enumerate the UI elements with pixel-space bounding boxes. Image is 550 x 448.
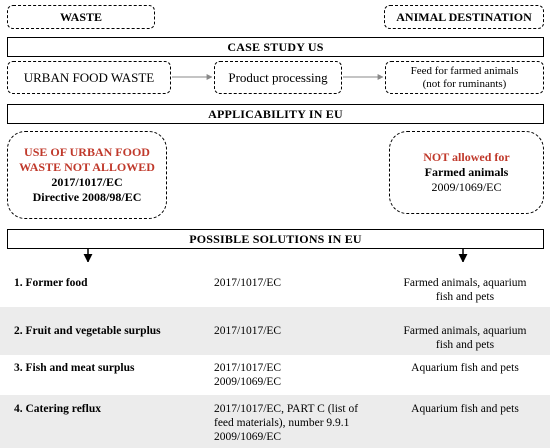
eu-right-box: NOT allowed for Farmed animals 2009/1069…	[389, 131, 544, 214]
applicability-bar: APPLICABILITY IN EU	[7, 104, 544, 124]
row-3-refs: 2017/1017/EC 2009/1069/EC	[214, 361, 281, 389]
eu-left-ref-1: 2017/1017/EC	[51, 175, 123, 189]
applicability-label: APPLICABILITY IN EU	[208, 106, 343, 121]
row-2-dest-line-1: Farmed animals, aquarium	[403, 325, 527, 337]
feed-box: Feed for farmed animals (not for ruminan…	[385, 61, 544, 94]
animal-destination-label: ANIMAL DESTINATION	[396, 9, 532, 24]
feed-line-2: (not for ruminants)	[422, 77, 507, 90]
row-1-dest-line-2: fish and pets	[435, 291, 495, 303]
row-4-refs: 2017/1017/EC, PART C (list of feed mater…	[214, 402, 358, 444]
case-study-bar: CASE STUDY US	[7, 37, 544, 57]
eu-right-red: NOT allowed for	[423, 150, 510, 164]
eu-left-red-line-2: WASTE NOT ALLOWED	[19, 160, 155, 174]
row-4-ref-3: 2009/1069/EC	[214, 431, 282, 443]
row-2-dest: Farmed animals, aquarium fish and pets	[385, 324, 545, 352]
row-2-dest-line-2: fish and pets	[435, 339, 495, 351]
eu-right-line-2: Farmed animals	[424, 165, 509, 179]
urban-food-waste-label: URBAN FOOD WASTE	[23, 69, 155, 85]
eu-left-ref-2: Directive 2008/98/EC	[32, 190, 142, 204]
row-1-dest: Farmed animals, aquarium fish and pets	[385, 276, 545, 304]
row-3-dest: Aquarium fish and pets	[411, 362, 519, 374]
row-3-ref-2: 2009/1069/EC	[214, 376, 282, 388]
feed-line-1: Feed for farmed animals	[410, 64, 519, 77]
animal-destination-header: ANIMAL DESTINATION	[384, 5, 544, 29]
table-row: 3. Fish and meat surplus 2017/1017/EC 20…	[0, 355, 550, 395]
waste-header-label: WASTE	[59, 9, 103, 24]
product-processing-label: Product processing	[228, 69, 328, 85]
urban-food-waste-box: URBAN FOOD WASTE	[7, 61, 171, 94]
eu-left-box: USE OF URBAN FOOD WASTE NOT ALLOWED 2017…	[7, 131, 167, 219]
product-processing-box: Product processing	[214, 61, 342, 94]
row-3-ref-1: 2017/1017/EC	[214, 362, 282, 374]
row-4-ref-1: 2017/1017/EC, PART C (list of	[214, 403, 359, 415]
row-2-ref: 2017/1017/EC	[214, 325, 282, 337]
row-3-name: 3. Fish and meat surplus	[14, 362, 135, 374]
row-4-ref-2: feed materials), number 9.9.1	[214, 417, 350, 429]
case-study-label: CASE STUDY US	[227, 39, 324, 54]
row-1-name: 1. Former food	[14, 277, 88, 289]
eu-right-ref: 2009/1069/EC	[431, 180, 502, 194]
solutions-bar: POSSIBLE SOLUTIONS IN EU	[7, 229, 544, 249]
row-4-dest: Aquarium fish and pets	[411, 403, 519, 415]
row-1-ref: 2017/1017/EC	[214, 277, 282, 289]
row-2-name: 2. Fruit and vegetable surplus	[14, 325, 161, 337]
solutions-label: POSSIBLE SOLUTIONS IN EU	[189, 231, 362, 246]
row-4-name: 4. Catering reflux	[14, 403, 101, 415]
waste-header: WASTE	[7, 5, 155, 29]
table-row: 1. Former food 2017/1017/EC Farmed anima…	[0, 262, 550, 307]
table-row: 2. Fruit and vegetable surplus 2017/1017…	[0, 307, 550, 355]
table-row: 4. Catering reflux 2017/1017/EC, PART C …	[0, 395, 550, 448]
eu-left-red-line-1: USE OF URBAN FOOD	[24, 145, 150, 159]
row-1-dest-line-1: Farmed animals, aquarium	[403, 277, 527, 289]
